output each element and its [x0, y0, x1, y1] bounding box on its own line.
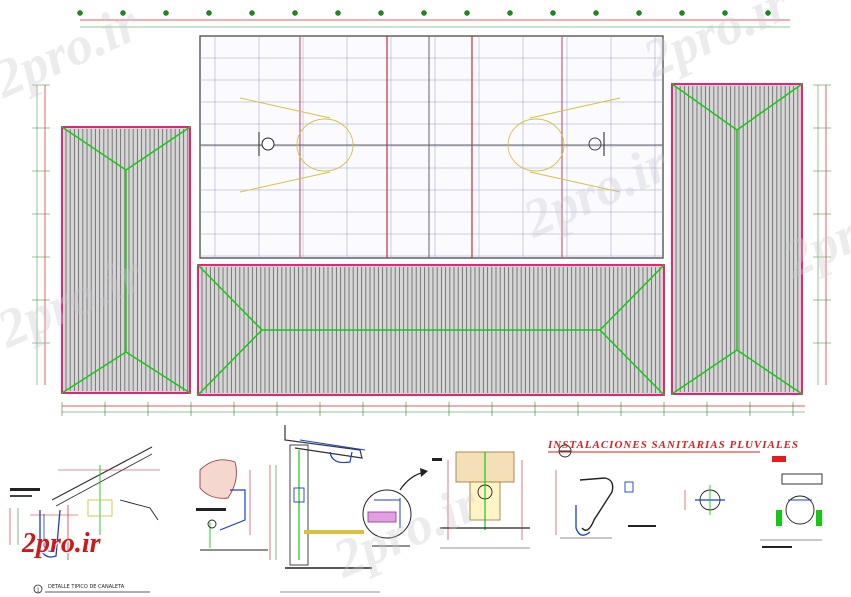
bottom-dimension-ticks	[61, 402, 794, 416]
dimension-marker	[636, 10, 642, 16]
dimension-marker	[722, 10, 728, 16]
gutter-detail-caption: DETALLE TIPICO DE CANALETA	[48, 584, 125, 590]
dimension-marker	[249, 10, 255, 16]
court-grid	[200, 36, 663, 258]
dimension-marker	[550, 10, 556, 16]
basketball-hoops	[258, 132, 605, 156]
dimension-marker	[163, 10, 169, 16]
left-roof-plan	[61, 126, 191, 394]
dimension-marker	[378, 10, 384, 16]
parapet-downpipe-section	[269, 425, 380, 593]
dimension-marker	[421, 10, 427, 16]
right-roof-plan	[671, 83, 803, 395]
dimension-marker	[679, 10, 685, 16]
dimension-marker	[507, 10, 513, 16]
top-dimension-ticks	[77, 10, 771, 16]
pluvial-section-title: INSTALACIONES SANITARIAS PLUVIALES	[548, 439, 800, 451]
bottom-dimension-line	[62, 405, 805, 413]
column-drain-detail	[432, 451, 530, 549]
gutter-detail	[9, 446, 160, 594]
downpipe-bracket-detail	[196, 459, 268, 551]
site-logo: 2pro.ir	[22, 528, 101, 559]
center-roof-plan	[197, 264, 665, 396]
pluvial-details	[548, 444, 823, 548]
court-markings	[239, 97, 621, 193]
dimension-marker	[335, 10, 341, 16]
dimension-marker	[464, 10, 470, 16]
zoom-circle-detail	[362, 468, 428, 547]
top-dimension-line	[80, 19, 790, 28]
side-dimension-ticks	[32, 84, 831, 344]
dimension-marker	[292, 10, 298, 16]
dimension-marker	[206, 10, 212, 16]
dimension-marker	[77, 10, 83, 16]
dimension-marker	[765, 10, 771, 16]
dimension-marker	[593, 10, 599, 16]
dimension-marker	[120, 10, 126, 16]
sports-court	[199, 35, 664, 259]
side-dimension-lines	[36, 85, 827, 385]
detail-number: 1	[37, 588, 40, 594]
